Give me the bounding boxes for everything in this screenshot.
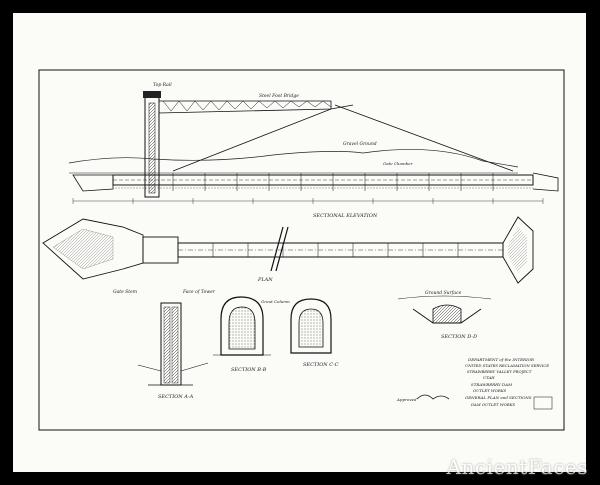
title-block: DEPARTMENT of the INTERIOR UNITED STATES… [396,357,553,410]
title-block-line-8: DAM OUTLET WORKS [470,402,515,407]
section-cc: SECTION C-C [290,298,339,368]
title-plan: PLAN [257,277,273,283]
title-block-line-2: UNITED STATES RECLAMATION SERVICE [465,363,549,368]
label-gate-chamber: Gate Chamber [383,161,414,166]
approval-signature [416,394,450,400]
title-section-aa: SECTION A-A [158,394,194,400]
watermark-logo: AncientFaces [446,455,588,479]
section-bb: SECTION B-B Grout Column [213,296,290,373]
section-dd: Ground Surface SECTION D-D [397,290,492,340]
sectional-elevation: Top Rail Steel Foot Bridge Gravel Ground… [68,82,559,219]
label-face-of-tower: Face of Tower [182,289,216,295]
drawing-sheet: Top Rail Steel Foot Bridge Gravel Ground… [13,13,597,472]
title-block-line-4: UTAH [483,375,495,380]
title-block-line-6: OUTLET WORKS [473,388,507,393]
title-block-line-7: GENERAL PLAN and SECTIONS [465,395,532,400]
label-top-rail: Top Rail [153,82,172,88]
sheet-number: 3 [593,69,598,77]
title-section-bb: SECTION B-B [231,367,267,373]
approved-label: Approved [396,397,417,402]
plan-view: PLAN [42,216,534,284]
label-ground-surface: Ground Surface [425,290,462,296]
section-aa: Gate Stem Face of Tower SECTION A-A [113,289,216,400]
title-section-dd: SECTION D-D [441,334,477,340]
label-gate-stem: Gate Stem [113,289,137,295]
title-block-line-1: DEPARTMENT of the INTERIOR [467,357,534,362]
title-section-cc: SECTION C-C [303,362,339,368]
title-block-line-3: STRAWBERRY VALLEY PROJECT [467,369,532,374]
title-block-line-5: STRAWBERRY DAM [471,382,513,387]
label-steel-foot-bridge: Steel Foot Bridge [259,93,299,99]
label-grout-column: Grout Column [261,299,290,304]
label-gravel-ground: Gravel Ground [343,141,377,147]
title-sectional-elevation: SECTIONAL ELEVATION [313,213,378,219]
drawing-border [38,69,565,431]
engineering-drawing: Top Rail Steel Foot Bridge Gravel Ground… [38,69,565,431]
